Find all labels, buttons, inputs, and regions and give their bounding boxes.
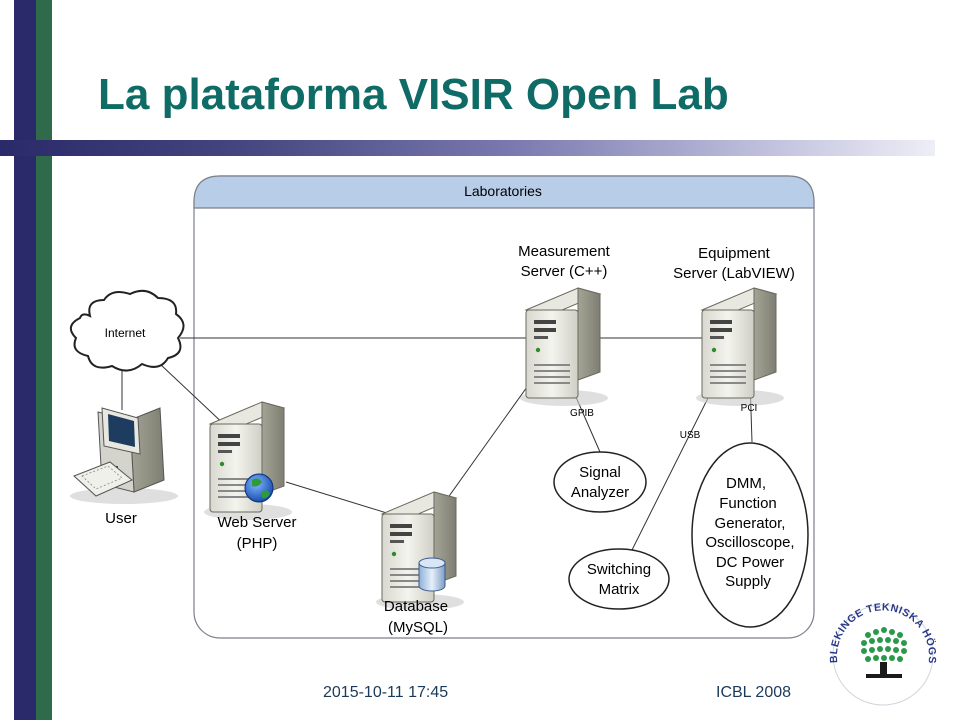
- line-equipment-switching: [629, 377, 719, 555]
- user-label: User: [105, 510, 137, 527]
- left-bar-green: [36, 0, 52, 720]
- title-underline-bar: [0, 140, 935, 156]
- user-computer-icon: User: [70, 407, 178, 527]
- instruments-line-1: DMM,: [726, 475, 766, 492]
- slide-title: La plataforma VISIR Open Lab: [98, 70, 729, 119]
- database-server-icon: Database (MySQL): [375, 491, 465, 636]
- instruments-line-3: Generator,: [715, 515, 786, 532]
- internet-cloud: Internet: [69, 289, 185, 372]
- instruments-node: DMM, Function Generator, Oscilloscope, D…: [691, 442, 809, 628]
- instruments-line-5: DC Power: [716, 554, 784, 571]
- equipment-label-2: Server (LabVIEW): [673, 265, 795, 282]
- laboratories-container: Laboratories: [193, 175, 815, 639]
- gpib-label: GPIB: [570, 408, 594, 419]
- pci-label: PCI: [741, 403, 758, 414]
- measurement-server-icon: Measurement Server (C++): [518, 243, 611, 407]
- database-label-1: Database: [384, 598, 448, 615]
- database-label-2: (MySQL): [388, 619, 448, 636]
- signal-analyzer-node: Signal Analyzer: [553, 451, 647, 513]
- instruments-line-2: Function: [719, 495, 777, 512]
- internet-label: Internet: [105, 326, 146, 340]
- signal-analyzer-label-2: Analyzer: [571, 484, 629, 501]
- instruments-line-6: Supply: [725, 573, 771, 590]
- globe-icon: [244, 473, 274, 503]
- web-server-label-1: Web Server: [218, 514, 297, 531]
- signal-analyzer-label-1: Signal: [579, 464, 621, 481]
- web-server-icon: Web Server (PHP): [203, 401, 297, 552]
- line-web-database: [285, 481, 391, 515]
- connections: [121, 337, 753, 555]
- footer-conference: ICBL 2008: [716, 684, 792, 701]
- measurement-label-2: Server (C++): [521, 263, 608, 280]
- measurement-label-1: Measurement: [518, 243, 611, 260]
- equipment-server-icon: Equipment Server (LabVIEW): [673, 245, 795, 407]
- usb-label: USB: [680, 430, 701, 441]
- line-internet-web: [159, 363, 229, 429]
- switching-matrix-label-1: Switching: [587, 561, 651, 578]
- equipment-label-1: Equipment: [698, 245, 771, 262]
- left-bar-dark: [14, 0, 36, 720]
- database-cylinder-icon: [418, 557, 446, 592]
- switching-matrix-label-2: Matrix: [599, 581, 640, 598]
- web-server-label-2: (PHP): [237, 535, 278, 552]
- switching-matrix-node: Switching Matrix: [568, 548, 670, 610]
- container-label: Laboratories: [464, 183, 542, 199]
- footer-date: 2015-10-11 17:45: [323, 684, 449, 701]
- instruments-line-4: Oscilloscope,: [705, 534, 794, 551]
